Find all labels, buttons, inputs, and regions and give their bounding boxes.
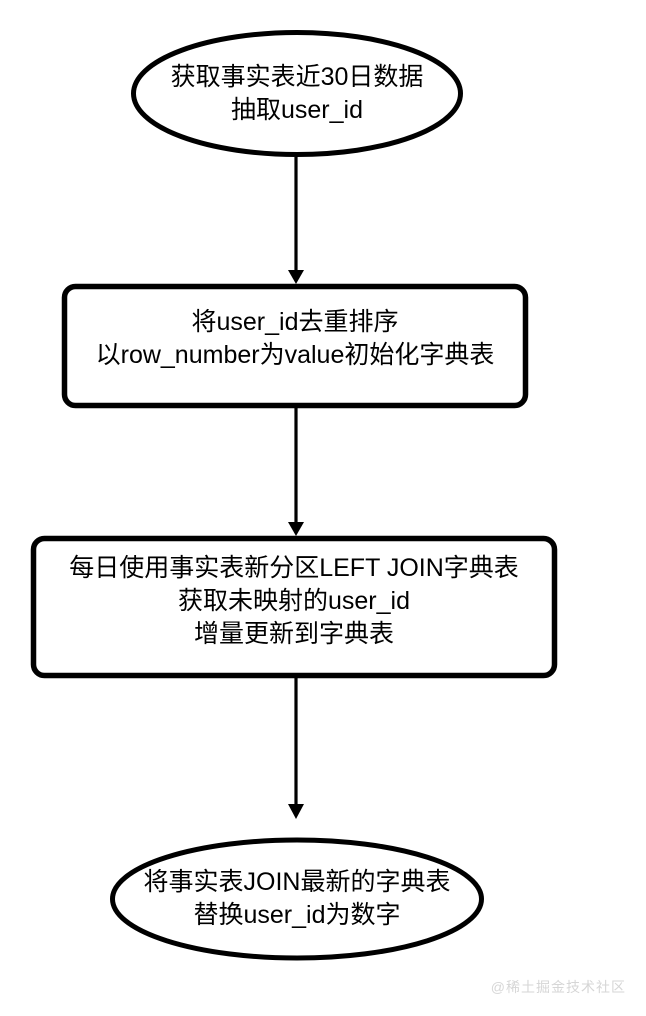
edge-init-to-incr-arrowhead — [288, 522, 304, 536]
edge-incr-to-end-arrowhead — [288, 804, 304, 819]
edge-start-to-init-arrowhead — [288, 270, 304, 284]
edge-incr-to-end — [288, 678, 304, 819]
node-init-shape[interactable] — [61, 283, 529, 409]
edge-init-to-incr — [288, 408, 304, 536]
node-start-shape[interactable] — [131, 30, 463, 157]
watermark-text: @稀土掘金技术社区 — [490, 979, 626, 995]
node-end-shape[interactable] — [110, 837, 484, 961]
node-incr-shape[interactable] — [30, 535, 558, 679]
edge-start-to-init — [288, 157, 304, 284]
